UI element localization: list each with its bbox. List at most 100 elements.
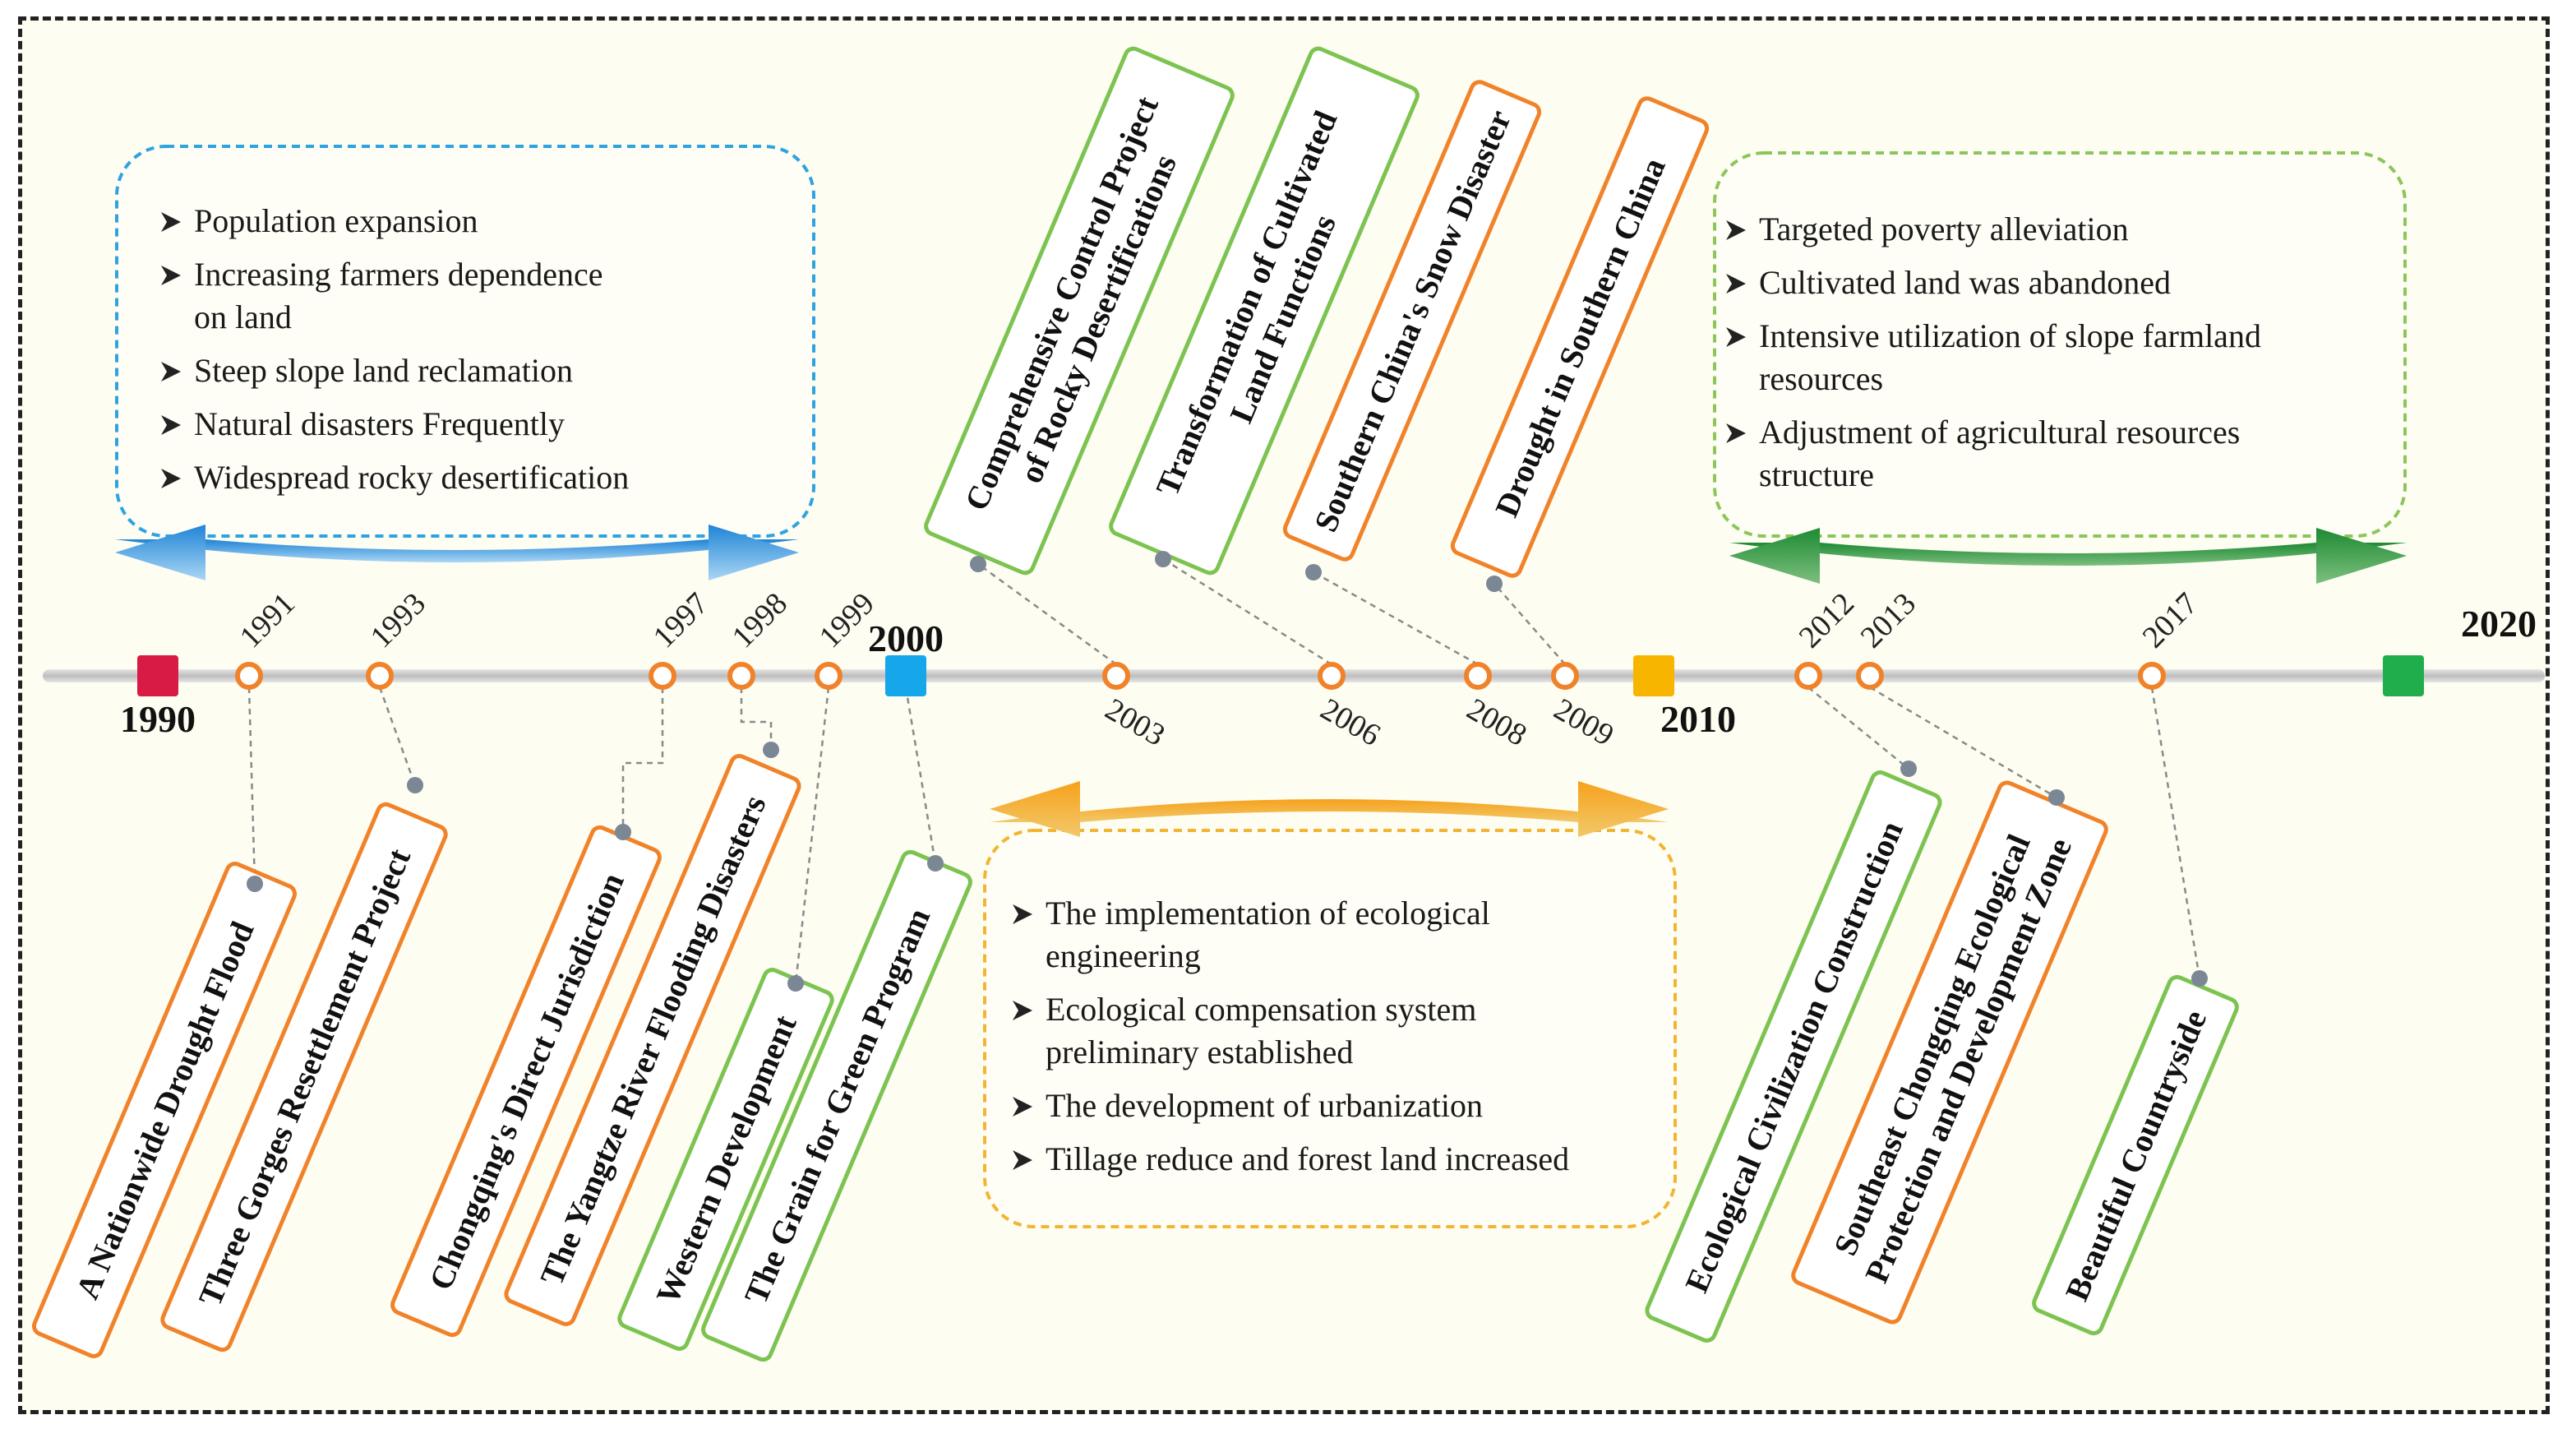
year-marker-2017 — [2138, 662, 2166, 690]
period-arrow-right-head-2000-2010 — [1578, 781, 1669, 837]
major-year-label-2000: 2000 — [868, 617, 944, 659]
year-label-2003: 2003 — [1100, 691, 1171, 752]
connector-dot-2012 — [1900, 761, 1917, 777]
event-box-frame-1991 — [31, 862, 298, 1358]
event-label-2009: Drought in Southern China — [1488, 152, 1673, 522]
bullet-arrow-icon — [1726, 220, 1746, 240]
bullet-arrow-icon — [1013, 1097, 1032, 1117]
event-box-2017: Beautiful Countryside — [2032, 974, 2239, 1336]
connector-2009 — [1493, 583, 1566, 665]
year-marker-1993 — [366, 662, 394, 690]
year-label-2008: 2008 — [1461, 691, 1533, 752]
year-label-2006: 2006 — [1315, 691, 1387, 752]
axis-bar — [43, 669, 2545, 682]
bullet-arrow-icon — [161, 212, 181, 232]
major-year-marker-1990 — [137, 655, 178, 696]
connector-1993 — [378, 687, 417, 786]
bullet-arrow-icon — [1013, 904, 1032, 924]
bullet-arrow-icon — [1013, 1001, 1032, 1020]
year-label-2017: 2017 — [2136, 586, 2204, 654]
major-year-label-2020: 2020 — [2461, 603, 2537, 645]
event-box-frame-2012 — [1645, 770, 1942, 1343]
year-marker-2003 — [1102, 662, 1130, 690]
period-item-0-3-0: Natural disasters Frequently — [194, 405, 565, 442]
connector-dot-2000 — [927, 855, 944, 872]
connector-2012 — [1807, 687, 1909, 770]
connector-2013 — [1869, 686, 2057, 799]
year-marker-1991 — [235, 662, 263, 690]
period-item-1-2-0: The development of urbanization — [1046, 1087, 1483, 1124]
connector-dot-1998 — [763, 742, 779, 758]
bullet-arrow-icon — [161, 266, 181, 285]
bullet-arrow-icon — [1726, 274, 1746, 294]
connector-dot-2006 — [1155, 551, 1171, 567]
event-box-frame-2008 — [1282, 80, 1542, 562]
event-box-frame-1993 — [160, 802, 448, 1352]
connector-1997 — [621, 687, 664, 832]
period-item-1-1-0: Ecological compensation system — [1046, 991, 1476, 1028]
connector-dot-1999 — [787, 975, 804, 992]
bullet-arrow-icon — [1726, 423, 1746, 443]
bullet-arrow-icon — [161, 362, 181, 381]
period-item-2-0-0: Targeted poverty alleviation — [1759, 210, 2129, 247]
connector-1999 — [794, 687, 830, 984]
period-arrow-right-head-2010-2020 — [2316, 528, 2407, 584]
period-item-0-1-1: on land — [194, 298, 292, 335]
event-box-frame-2009 — [1450, 96, 1710, 578]
year-label-1993: 1993 — [364, 586, 432, 654]
year-label-2009: 2009 — [1549, 691, 1620, 752]
period-arrow-left-head-1990-2000 — [115, 525, 205, 580]
period-item-0-0-0: Population expansion — [194, 202, 478, 239]
period-item-1-1-1: preliminary established — [1046, 1033, 1353, 1070]
year-marker-2013 — [1856, 662, 1884, 690]
connector-2000 — [904, 687, 937, 864]
bullet-arrow-icon — [1726, 327, 1746, 347]
period-item-2-3-1: structure — [1759, 456, 1874, 493]
event-box-frame-2003 — [924, 46, 1235, 576]
year-marker-1998 — [727, 662, 755, 690]
period-item-0-2-0: Steep slope land reclamation — [194, 352, 573, 389]
major-year-label-2010: 2010 — [1660, 698, 1736, 740]
bullet-arrow-icon — [161, 469, 181, 488]
period-item-2-1-0: Cultivated land was abandoned — [1759, 264, 2171, 301]
year-label-1998: 1998 — [726, 586, 794, 654]
period-box-frame-2000-2010 — [983, 829, 1677, 1228]
event-box-frame-1998 — [504, 754, 801, 1326]
year-marker-2012 — [1794, 662, 1822, 690]
event-box-frame-1997 — [390, 825, 662, 1338]
year-marker-1999 — [815, 662, 843, 690]
connector-dot-1997 — [615, 824, 631, 840]
major-year-marker-2020 — [2383, 655, 2424, 696]
year-marker-2008 — [1464, 662, 1492, 690]
major-year-label-1990: 1990 — [120, 698, 196, 740]
period-item-1-0-0: The implementation of ecological — [1046, 895, 1490, 932]
year-label-2012: 2012 — [1793, 586, 1861, 654]
connector-2006 — [1162, 557, 1332, 666]
connector-1998 — [740, 687, 773, 750]
bullet-arrow-icon — [161, 415, 181, 435]
connectors-layer — [247, 557, 2201, 984]
year-label-1991: 1991 — [233, 586, 302, 654]
period-arrow-1990-2000 — [115, 539, 799, 562]
period-arrow-2010-2020 — [1729, 543, 2407, 566]
connector-dot-2009 — [1486, 576, 1503, 592]
period-item-1-3-0: Tillage reduce and forest land increased — [1046, 1140, 1569, 1177]
period-arrow-left-head-2000-2010 — [990, 781, 1080, 837]
connector-dot-2008 — [1305, 564, 1322, 580]
bullet-arrow-icon — [1013, 1150, 1032, 1170]
period-arrow-right-head-1990-2000 — [709, 525, 799, 580]
connector-dot-2017 — [2191, 970, 2208, 987]
connector-1991 — [247, 687, 256, 885]
major-year-marker-2010 — [1633, 655, 1674, 696]
year-marker-1997 — [649, 662, 676, 690]
year-label-2013: 2013 — [1854, 586, 1923, 654]
year-marker-2009 — [1551, 662, 1579, 690]
year-marker-2006 — [1318, 662, 1346, 690]
connector-2017 — [2150, 687, 2201, 979]
connector-dot-1993 — [407, 777, 423, 793]
timeline-axis — [43, 669, 2545, 682]
